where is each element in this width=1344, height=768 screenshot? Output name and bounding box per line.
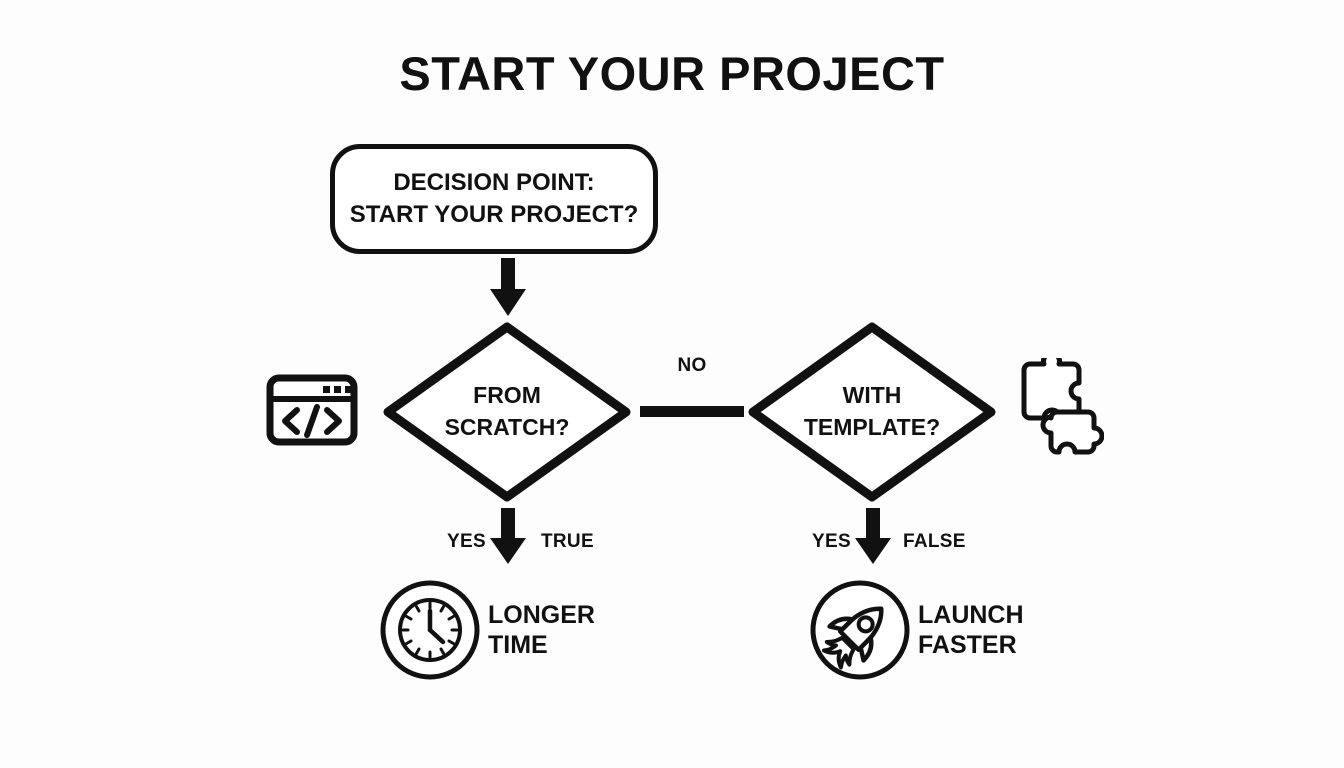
node-from-scratch[interactable]: FROM SCRATCH?: [382, 321, 632, 503]
branch-label-yes-right: YES: [812, 531, 851, 552]
outcome-launch-faster[interactable]: LAUNCH FASTER: [808, 578, 1024, 682]
outcome-launch-faster-text: LAUNCH FASTER: [918, 600, 1024, 661]
node-with-template[interactable]: WITH TEMPLATE?: [747, 321, 997, 503]
decision-point-line-1: DECISION POINT:: [393, 169, 595, 197]
branch-label-false: FALSE: [903, 531, 966, 552]
connector-no-label: NO: [677, 355, 707, 376]
arrow-down-to-longer-time: [487, 508, 529, 566]
puzzle-pieces-icon: [1018, 358, 1104, 458]
clock-icon: [378, 578, 482, 682]
arrow-down-to-scratch: [487, 258, 529, 318]
connector-no-line: [640, 406, 744, 417]
code-window-icon: [266, 374, 358, 446]
node-decision-point[interactable]: DECISION POINT: START YOUR PROJECT?: [330, 144, 658, 254]
outcome-longer-time[interactable]: LONGER TIME: [378, 578, 595, 682]
outcome-longer-time-line-1: LONGER: [488, 600, 595, 629]
outcome-launch-faster-line-2: FASTER: [918, 631, 1017, 659]
arrow-down-to-launch-faster: [852, 508, 894, 566]
outcome-longer-time-text: LONGER TIME: [488, 600, 595, 661]
outcome-longer-time-line-2: TIME: [488, 631, 548, 659]
page-title: START YOUR PROJECT: [399, 47, 945, 100]
branch-label-true: TRUE: [541, 531, 594, 552]
decision-point-line-2: START YOUR PROJECT?: [349, 201, 639, 228]
rocket-icon: [808, 578, 912, 682]
outcome-launch-faster-line-1: LAUNCH: [918, 600, 1024, 629]
branch-label-yes-left: YES: [447, 531, 486, 552]
